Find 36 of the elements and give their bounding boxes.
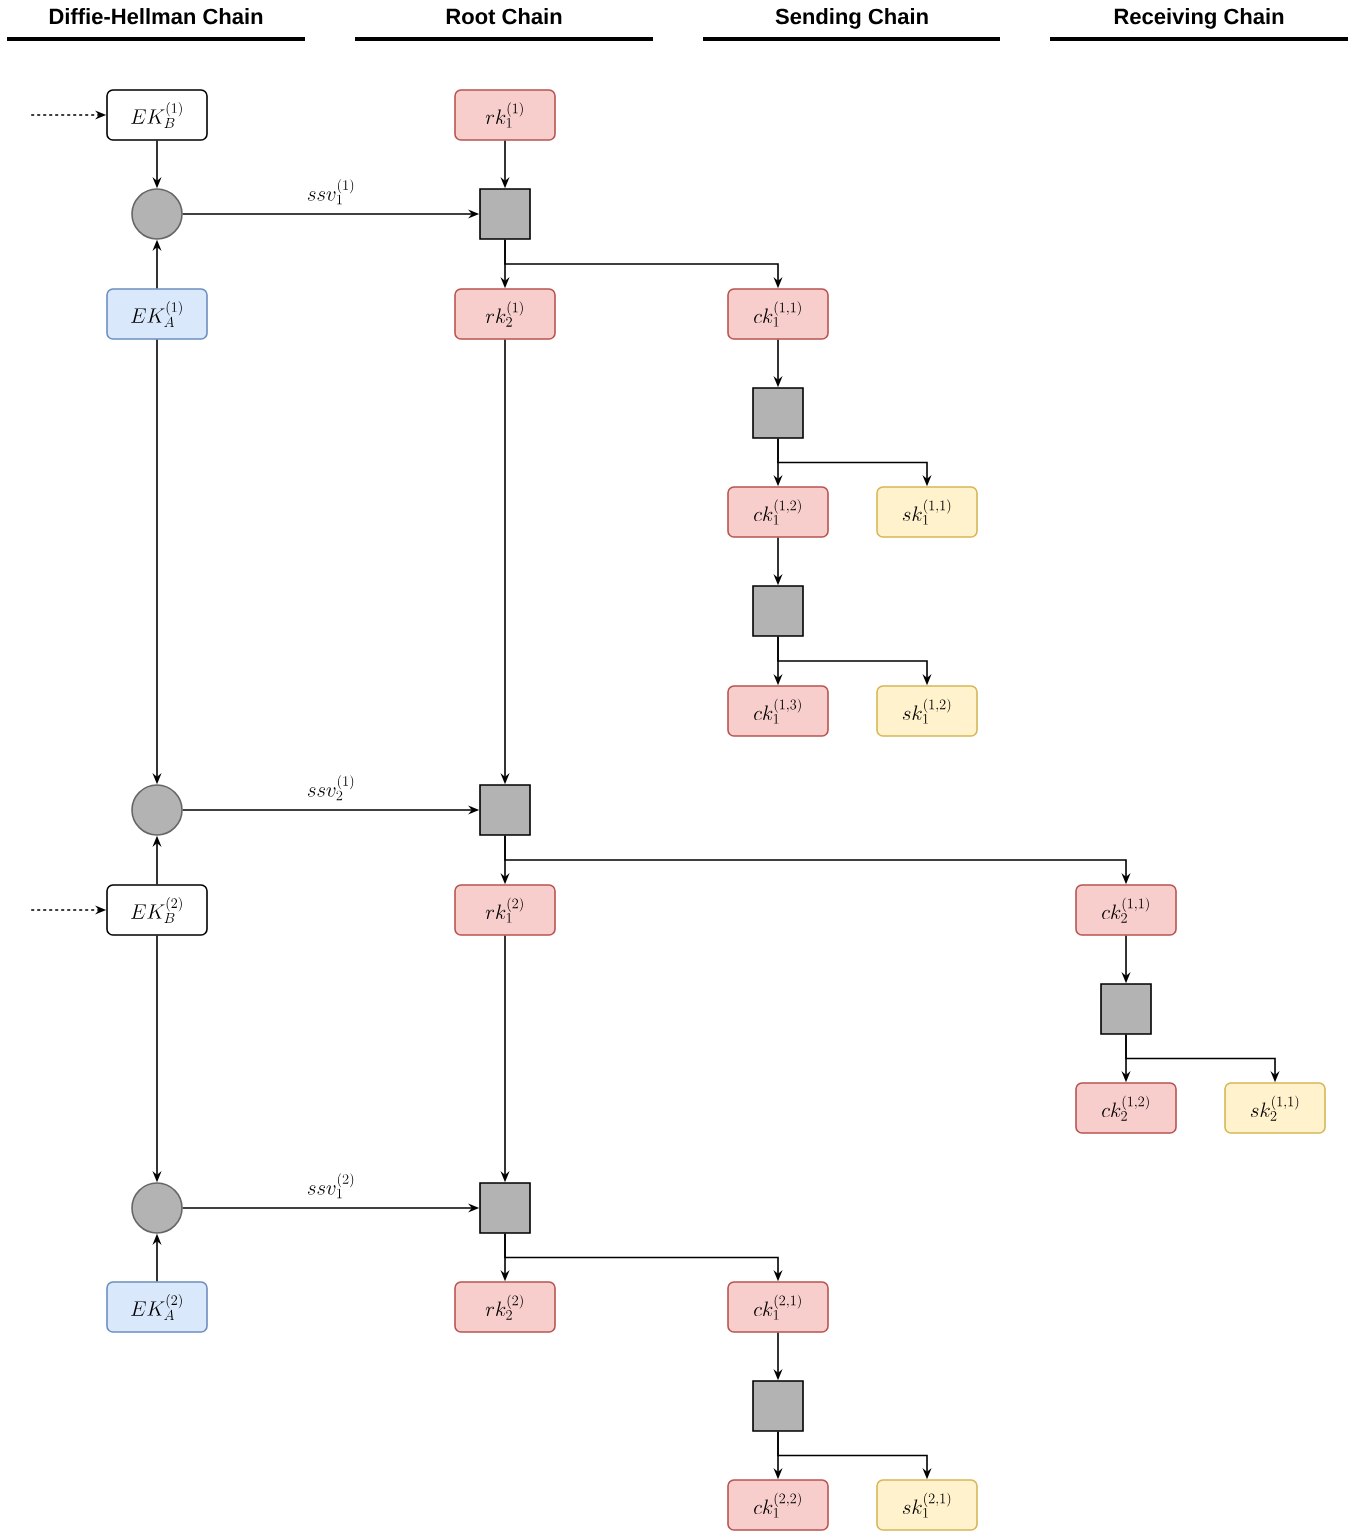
- key-box: $EK_A^{(2)}$: [106, 1281, 208, 1333]
- column-heading: Root Chain: [446, 8, 562, 25]
- key-box: $sk_1^{(2,1)}$: [876, 1479, 978, 1531]
- key-box: $rk_2^{(1)}$: [454, 288, 556, 340]
- key-box: $ck_1^{(1,1)}$: [727, 288, 829, 340]
- key-box: $rk_1^{(2)}$: [454, 884, 556, 936]
- key-box: $ck_2^{(1,2)}$: [1075, 1082, 1177, 1134]
- key-box: $ck_1^{(2,2)}$: [727, 1479, 829, 1531]
- square: [479, 188, 531, 240]
- square: [752, 387, 804, 439]
- key-box: $sk_1^{(1,1)}$: [876, 486, 978, 538]
- key-box: $ck_2^{(1,1)}$: [1075, 884, 1177, 936]
- key-box: $rk_1^{(1)}$: [454, 89, 556, 141]
- key-box: $sk_2^{(1,1)}$: [1224, 1082, 1326, 1134]
- key-box: $sk_1^{(1,2)}$: [876, 685, 978, 737]
- square: [479, 1182, 531, 1234]
- key-box: $EK_A^{(1)}$: [106, 288, 208, 340]
- column-heading: Receiving Chain: [1114, 8, 1284, 29]
- circle: [131, 1182, 183, 1234]
- square: [752, 585, 804, 637]
- key-box: $ck_1^{(1,3)}$: [727, 685, 829, 737]
- circle: [131, 188, 183, 240]
- column-heading: Diffie-Hellman Chain: [49, 8, 263, 25]
- edge-label: $ssv_1^{(1)}$: [305, 177, 357, 206]
- key-box: $EK_B^{(2)}$: [106, 884, 208, 936]
- square: [1100, 983, 1152, 1035]
- square: [752, 1380, 804, 1432]
- circle: [131, 784, 183, 836]
- key-box: $rk_2^{(2)}$: [454, 1281, 556, 1333]
- edge-label: $ssv_1^{(2)}$: [305, 1171, 357, 1200]
- column-heading: Sending Chain: [775, 8, 928, 29]
- key-box: $ck_1^{(1,2)}$: [727, 486, 829, 538]
- edge-label: $ssv_2^{(1)}$: [305, 773, 357, 802]
- key-box: $EK_B^{(1)}$: [106, 89, 208, 141]
- square: [479, 784, 531, 836]
- key-box: $ck_1^{(2,1)}$: [727, 1281, 829, 1333]
